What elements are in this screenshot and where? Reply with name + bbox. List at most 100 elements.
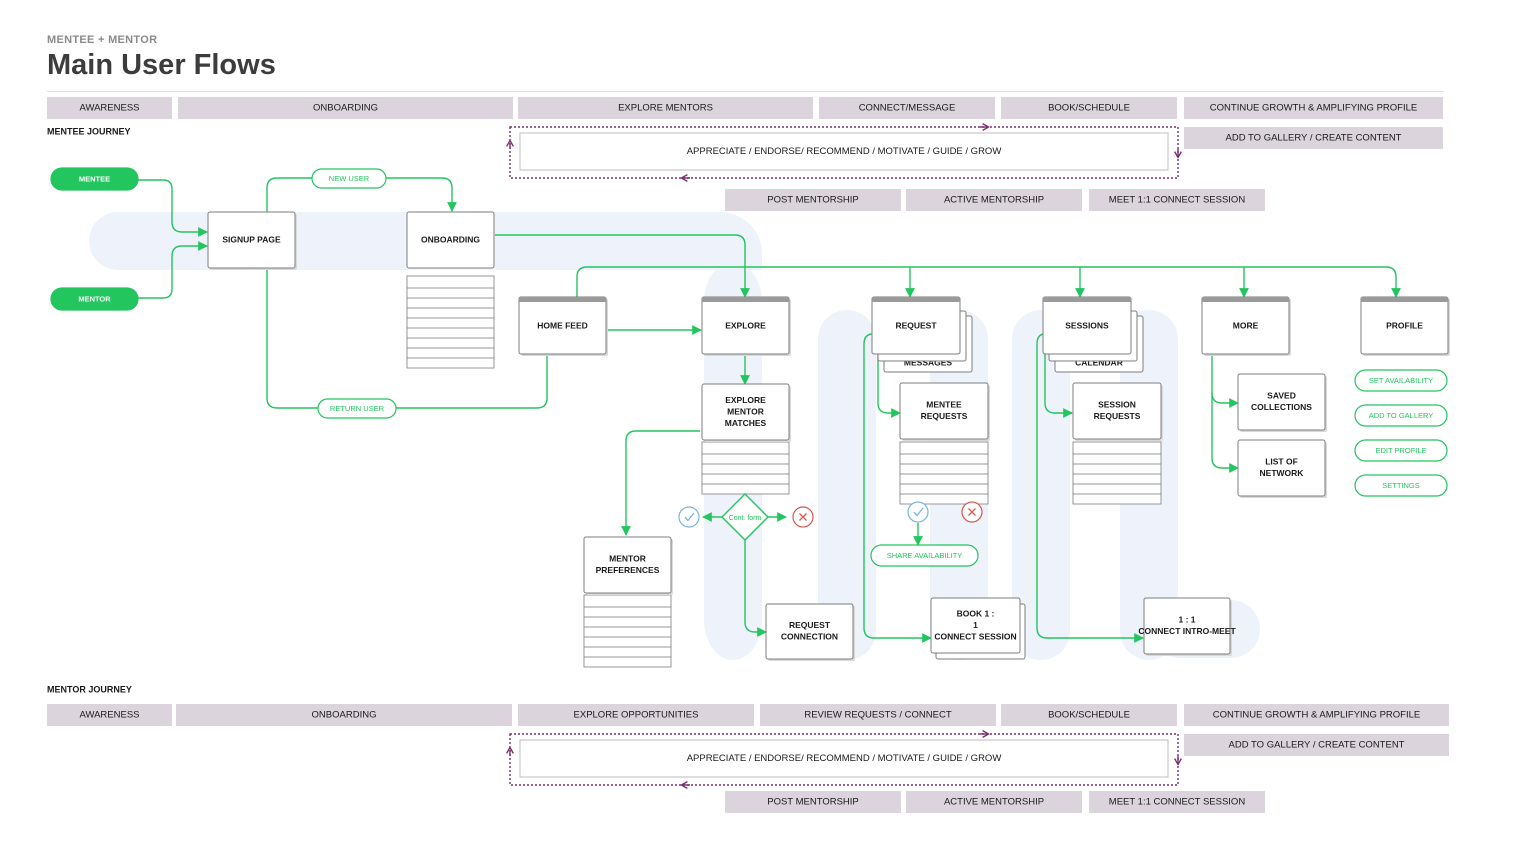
- intro-meet-screen[interactable]: [1143, 597, 1232, 656]
- box-shape[interactable]: [207, 211, 296, 269]
- substage-label: ACTIVE MENTORSHIP: [944, 797, 1044, 808]
- flow-connector: [386, 177, 457, 212]
- profile-label: PROFILE: [1386, 320, 1423, 330]
- box-shape[interactable]: [899, 382, 989, 440]
- box-header-bar: [519, 297, 606, 302]
- pill-shape[interactable]: [50, 287, 139, 311]
- gallery-label: ADD TO GALLERY / CREATE CONTENT: [1226, 133, 1402, 144]
- saved-collections-screen[interactable]: [1237, 373, 1327, 432]
- request-label-line: REQUEST: [895, 320, 937, 330]
- flow-connector: [495, 234, 750, 298]
- profile-action-pill[interactable]: SET AVAILABILITY: [1354, 369, 1448, 392]
- more-label-line: MORE: [1233, 320, 1259, 330]
- mentor-pill[interactable]: MENTOR: [50, 287, 139, 311]
- stage-label: CONNECT/MESSAGE: [859, 103, 956, 114]
- box-shape[interactable]: [1237, 439, 1326, 497]
- onboarding-screen[interactable]: [406, 211, 495, 269]
- page-subtitle: MENTEE + MENTOR: [47, 34, 158, 46]
- pill-shape[interactable]: [311, 168, 387, 189]
- box-shape[interactable]: [1143, 597, 1231, 655]
- profile-action-label: SETTINGS: [1382, 481, 1420, 490]
- pill-shape[interactable]: [50, 167, 139, 191]
- check-circle: [907, 501, 929, 523]
- flow-connector: [1044, 354, 1073, 418]
- more-screen[interactable]: [1201, 296, 1291, 356]
- flow-connector: [576, 266, 1401, 298]
- more-label: MORE: [1233, 320, 1259, 330]
- close-icon: [961, 501, 983, 523]
- substage-band: [906, 189, 1082, 211]
- signup-screen[interactable]: [207, 211, 297, 270]
- box-shape[interactable]: [930, 597, 1021, 654]
- substage-band: [906, 791, 1082, 813]
- request-connection-screen[interactable]: [765, 603, 855, 661]
- loop-label: APPRECIATE / ENDORSE/ RECOMMEND / MOTIVA…: [687, 146, 1002, 157]
- flow-connector: [621, 430, 700, 536]
- box-shape[interactable]: [583, 536, 672, 594]
- return-user-pill[interactable]: RETURN USER: [317, 398, 397, 419]
- background-lane: [818, 310, 876, 660]
- new-user-pill[interactable]: NEW USER: [311, 168, 387, 189]
- signup-label: SIGNUP PAGE: [222, 234, 281, 244]
- flow-connector: [266, 268, 318, 409]
- substage-label: POST MENTORSHIP: [767, 195, 859, 206]
- intro-meet-label-line: CONNECT INTRO-MEET: [1138, 626, 1236, 636]
- box-shape[interactable]: [406, 211, 495, 269]
- loop-box: [519, 739, 1169, 778]
- box-shape[interactable]: [1072, 382, 1162, 440]
- pill-shape[interactable]: [1354, 439, 1448, 462]
- list-network-screen[interactable]: [1237, 439, 1327, 498]
- explore-label-line: EXPLORE: [725, 320, 766, 330]
- sessions-screen[interactable]: [1042, 296, 1132, 355]
- stacked-page: [406, 275, 495, 289]
- box-shape[interactable]: [701, 383, 790, 441]
- home-feed-label-line: HOME FEED: [537, 320, 588, 330]
- pill-shape[interactable]: [870, 544, 979, 567]
- pill-shape[interactable]: [1354, 404, 1448, 427]
- explore-label: EXPLORE: [725, 320, 766, 330]
- pill-shape[interactable]: [1354, 369, 1448, 392]
- box-shape[interactable]: [1237, 373, 1326, 431]
- home-feed-screen[interactable]: [518, 296, 608, 356]
- decision-diamond[interactable]: Cont. form: [721, 493, 769, 541]
- loop-box: [519, 132, 1169, 171]
- cross-mark: [968, 508, 976, 516]
- mentor-preferences-screen[interactable]: [583, 536, 673, 595]
- stage-band: [178, 97, 513, 119]
- profile-action-label: SET AVAILABILITY: [1369, 376, 1433, 385]
- mentee-requests-screen[interactable]: [899, 382, 990, 441]
- request-screen[interactable]: [871, 296, 961, 355]
- explore-screen[interactable]: [701, 296, 791, 356]
- mentor-preferences-label-line: PREFERENCES: [596, 565, 660, 575]
- decision-label: Cont. form: [729, 515, 762, 522]
- pill-shape[interactable]: [1354, 474, 1448, 497]
- book-session-label-line: CONNECT SESSION: [934, 631, 1016, 641]
- box-shape[interactable]: [765, 603, 854, 660]
- stage-label: AWARENESS: [79, 103, 139, 114]
- pill-label: MENTEE: [79, 174, 110, 183]
- sessions-label: SESSIONS: [1065, 320, 1109, 330]
- explore-matches-label-line: MATCHES: [725, 418, 767, 428]
- profile-action-pill[interactable]: EDIT PROFILE: [1354, 439, 1448, 462]
- pill-shape[interactable]: [317, 398, 397, 419]
- profile-action-pill[interactable]: ADD TO GALLERY: [1354, 404, 1448, 427]
- session-requests-screen[interactable]: [1072, 382, 1163, 441]
- mentee-pill[interactable]: MENTEE: [50, 167, 139, 191]
- pill-label: SHARE AVAILABILITY: [887, 551, 963, 560]
- messages-label: MESSAGES: [904, 357, 953, 367]
- cross-mark: [799, 513, 807, 521]
- profile-screen[interactable]: [1360, 296, 1450, 356]
- explore-matches-screen[interactable]: [701, 383, 791, 442]
- share-availability-pill[interactable]: SHARE AVAILABILITY: [870, 544, 979, 567]
- onboarding-label-line: ONBOARDING: [421, 234, 480, 244]
- book-session-screen[interactable]: [930, 597, 1021, 654]
- loop-label: APPRECIATE / ENDORSE/ RECOMMEND / MOTIVA…: [687, 753, 1002, 764]
- gallery-band: [1184, 734, 1449, 756]
- diamond-shape[interactable]: [721, 493, 769, 541]
- profile-action-pill[interactable]: SETTINGS: [1354, 474, 1448, 497]
